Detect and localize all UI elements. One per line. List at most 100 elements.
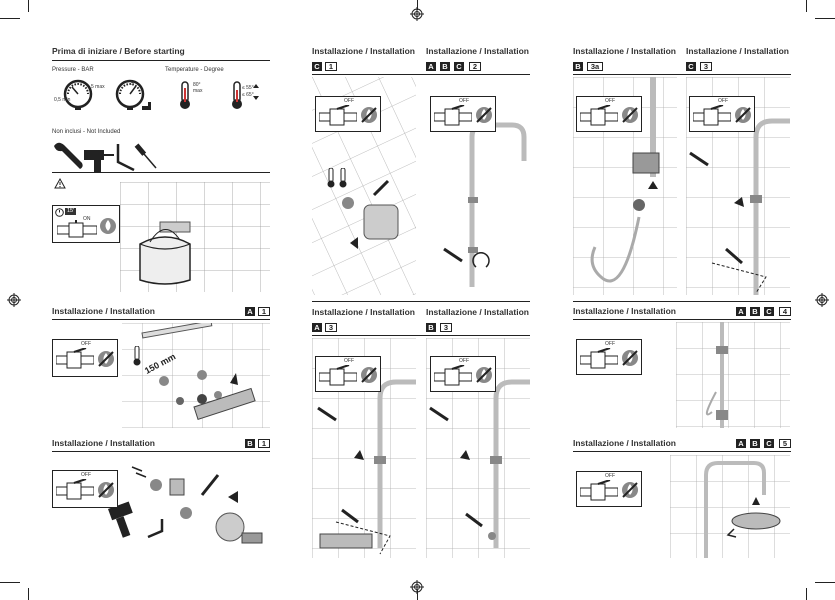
step-number: 1 [258, 307, 270, 316]
gauge-max-label: 5 max [91, 84, 105, 90]
crop-mark [806, 588, 807, 600]
no-water-drop-icon [622, 350, 638, 366]
valve-off-icon [580, 480, 618, 501]
step-letter-a: A [736, 307, 746, 316]
valve-off-label: OFF [718, 98, 728, 104]
divider [312, 335, 530, 336]
install-title-c1: Installazione / Installation [312, 46, 415, 56]
valve-off-label: OFF [459, 358, 469, 364]
valve-off-box: OFF [576, 339, 642, 375]
step-letter-b: B [426, 323, 436, 332]
thermometer-icon [133, 346, 141, 366]
no-water-drop-icon [361, 367, 377, 383]
flush-pipes-illustration [120, 182, 270, 292]
no-water-drop-icon [98, 351, 114, 367]
step-letter-a: A [426, 62, 436, 71]
not-included-label: Non inclusi - Not Included [52, 129, 121, 135]
no-water-drop-icon [476, 107, 492, 123]
valve-off-label: OFF [605, 98, 615, 104]
step-letter-b: B [750, 439, 760, 448]
install-title-b3a: Installazione / Installation [573, 46, 676, 56]
no-water-drop-icon [735, 107, 751, 123]
no-water-drop-icon [622, 482, 638, 498]
crop-mark [815, 582, 835, 583]
divider [312, 301, 530, 302]
divider [573, 451, 791, 452]
crop-mark [806, 0, 807, 12]
tools-not-included [54, 142, 157, 172]
water-drop-icon [100, 218, 116, 234]
valve-off-icon [693, 105, 731, 126]
screwdriver-icon [134, 143, 157, 169]
pressure-gauge-icon [63, 79, 151, 110]
step-letter-b: B [440, 62, 450, 71]
crop-mark [417, 0, 418, 10]
section-title-before-starting: Prima di iniziare / Before starting [52, 46, 185, 56]
valve-off-icon [434, 365, 472, 386]
step-letter-c: C [764, 439, 774, 448]
pressure-label: Pressure - BAR [52, 67, 94, 73]
install-title-abc5: Installazione / Installation [573, 438, 676, 448]
timer-icon [55, 208, 64, 217]
crop-mark [417, 590, 418, 600]
step-number: 3 [440, 323, 452, 332]
registration-mark-icon [7, 293, 21, 307]
crop-mark [0, 18, 20, 19]
temp-max-label: 80° max [193, 82, 203, 94]
no-water-drop-icon [361, 107, 377, 123]
thermometer-icon [180, 81, 259, 109]
step-number: 1 [325, 62, 337, 71]
valve-off-label: OFF [344, 358, 354, 364]
step-number: 3 [325, 323, 337, 332]
install-title-abc2: Installazione / Installation [426, 46, 529, 56]
gauge-min-label: 0,5 min [54, 97, 71, 103]
divider [52, 60, 270, 61]
valve-on-label: ON [83, 216, 91, 222]
crop-mark [28, 588, 29, 600]
timer-label: 15' [65, 208, 77, 215]
step-letter-c: C [312, 62, 322, 71]
valve-off-label: OFF [459, 98, 469, 104]
step-number: 3a [587, 62, 603, 71]
valve-off-label: OFF [81, 472, 91, 478]
gauge-5-label: 5 [131, 81, 134, 87]
step-abc4-illustration [676, 322, 790, 428]
valve-off-icon [56, 348, 94, 369]
crop-mark [28, 0, 29, 12]
step-letter-a: A [312, 323, 322, 332]
no-water-drop-icon [476, 367, 492, 383]
warning-triangle-icon [54, 178, 66, 189]
valve-off-box: OFF [430, 356, 496, 392]
crop-mark [0, 582, 20, 583]
step-number: 5 [779, 439, 791, 448]
divider [573, 74, 791, 75]
no-water-drop-icon [98, 482, 114, 498]
step-letter-b: B [245, 439, 255, 448]
valve-off-label: OFF [605, 473, 615, 479]
install-title-a1: Installazione / Installation [52, 306, 155, 316]
step-letter-a: A [245, 307, 255, 316]
valve-off-label: OFF [605, 341, 615, 347]
valve-off-icon [580, 348, 618, 369]
divider [573, 319, 791, 320]
valve-off-box: OFF [576, 96, 642, 132]
flush-timer-box: 15' ON [52, 205, 120, 243]
valve-off-box: OFF [430, 96, 496, 132]
valve-off-icon [319, 105, 357, 126]
valve-off-box: OFF [315, 96, 381, 132]
divider [52, 451, 270, 452]
no-water-drop-icon [622, 107, 638, 123]
valve-off-box: OFF [315, 356, 381, 392]
step-letter-a: A [736, 439, 746, 448]
temp-range-b: ≤ 65° [242, 92, 254, 98]
step-b1-illustration [52, 455, 270, 558]
valve-off-label: OFF [81, 341, 91, 347]
install-title-abc4: Installazione / Installation [573, 306, 676, 316]
valve-off-box: OFF [52, 470, 118, 508]
registration-mark-icon [410, 7, 424, 21]
divider [312, 74, 530, 75]
registration-mark-icon [815, 293, 829, 307]
step-letter-b: B [750, 307, 760, 316]
valve-off-box: OFF [689, 96, 755, 132]
step-number: 4 [779, 307, 791, 316]
